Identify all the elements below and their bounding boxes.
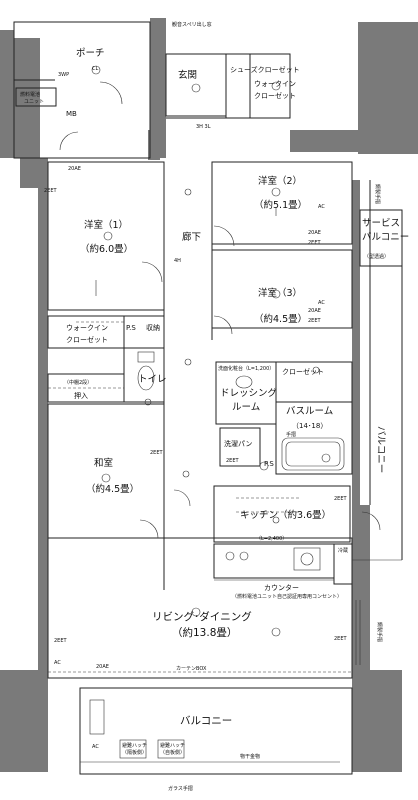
code-ac-4: AC (92, 744, 99, 750)
dressing-label-2: ルーム (232, 402, 260, 413)
code-3h3l: 3H 3L (196, 124, 211, 130)
notes: 観音スペリ出し窓 燃料電池 ユニット MB 洗面化粧台（L=1,200） （L=… (20, 21, 389, 792)
counter-label: カウンター (264, 583, 299, 592)
structural-walls (0, 18, 418, 772)
code-ac-3: AC (54, 660, 61, 666)
code-2eet-2: 2EET (308, 240, 321, 246)
hand-rail-label: 手摺 (286, 431, 296, 438)
japanese-size: （約4.5畳） (86, 483, 139, 495)
hatch2b-label: （自板側） (160, 749, 185, 756)
rail-right-1: 鋼製手摺 (374, 184, 381, 204)
bathroom-size: （14･18） (292, 422, 327, 430)
bathroom-label: バスルーム (286, 406, 333, 417)
balcony-bottom-label: バルコニー (180, 715, 232, 727)
code-3wp: 3WP (58, 72, 69, 78)
service-balcony-label: サービス (362, 218, 400, 229)
storage-label: 収納 (146, 323, 160, 332)
dressing-label: ドレッシング (220, 387, 278, 399)
code-2eet-4: 2EET (150, 450, 163, 456)
entrance-label: 玄関 (178, 69, 197, 81)
top-note: 観音スペリ出し窓 (172, 21, 212, 28)
glass-rail-label: ガラス手摺 (168, 785, 193, 792)
porch-label: ポーチ (76, 48, 105, 59)
hatch1-label: 避難ハッチ (122, 742, 147, 749)
japanese-label: 和室 (94, 457, 113, 469)
western1-size: （約6.0畳） (80, 243, 133, 255)
code-4h: 4H (174, 258, 181, 264)
electrical-codes: 2EET 20AE 2EET 20AE 2EET 20AE 2EET 2EET … (44, 66, 347, 750)
room-labels: ポーチ 玄関 ウォークイン クローゼット 洋室（1） （約6.0畳） 洋室（2）… (64, 48, 409, 727)
fuel-note: （燃料電池ユニット自己認証用専用コンセント） (232, 593, 342, 600)
living-size: （約13.8畳） (172, 626, 237, 639)
code-2eet-8: 2EET (334, 496, 347, 502)
code-20ae-1: 20AE (68, 166, 81, 172)
light-fixtures (91, 65, 320, 637)
service-balcony-label-2: バルコニー (362, 232, 409, 243)
ps-label: P.S (126, 324, 136, 332)
wash-pan-label: 洗濯パン (224, 439, 252, 448)
ps2-label: P.S (264, 460, 274, 468)
dishwasher-note: （L=2,400） (256, 536, 287, 542)
code-cl: CL (92, 66, 98, 72)
western2-label: 洋室（2） (258, 175, 302, 187)
fog-glass-label: （型透過） (364, 253, 389, 260)
washbasin-note: 洗面化粧台（L=1,200） (218, 365, 274, 372)
closet-label: クローゼット (282, 367, 324, 376)
walkin-closet-top-label-2: クローゼット (254, 91, 296, 100)
code-2eet-7: 2EET (226, 458, 239, 464)
code-2eet-6: 2EET (334, 636, 347, 642)
code-20ae-2: 20AE (308, 230, 321, 236)
shoes-closet-label: シューズクローゼット (230, 65, 300, 74)
hallway-label: 廊下 (182, 231, 201, 243)
code-2eet-3: 2EET (308, 318, 321, 324)
interior-walls (13, 21, 403, 775)
hallway-arrows (95, 208, 277, 296)
curtain-box-label: カーテンBOX (176, 666, 207, 672)
code-20ae-3: 20AE (308, 308, 321, 314)
meter-label: 燃料電池 (20, 91, 40, 98)
hatch2-label: 避難ハッチ (160, 742, 185, 749)
western3-label: 洋室（3） (258, 287, 302, 299)
living-label: リビング･ダイニング (152, 610, 252, 623)
hatch1b-label: （隔板側） (122, 749, 147, 756)
code-2eet-5: 2EET (54, 638, 67, 644)
western1-label: 洋室（1） (84, 219, 128, 231)
walkin-closet-top-label: ウォークイン (254, 80, 296, 88)
toilet-label: トイレ (138, 374, 167, 385)
walkin-closet-label: ウォークイン (66, 324, 108, 332)
code-20ae-4: 20AE (96, 664, 109, 670)
code-2eet-1: 2EET (44, 188, 57, 194)
ref-label: 冷蔵 (338, 547, 348, 554)
oshiire-label: 押入 (74, 391, 88, 400)
balcony-right-label: バルコニー (375, 426, 386, 473)
mb-label: MB (66, 110, 77, 118)
drying-rail-label: 物干金物 (240, 753, 260, 760)
oshiire-note: （中棚2段） (64, 379, 92, 386)
meter-label-2: ユニット (24, 99, 44, 105)
western2-size: （約5.1畳） (254, 199, 307, 211)
kitchen-label: キッチン（約3.6畳） (240, 509, 331, 521)
western3-size: （約4.5畳） (254, 313, 307, 325)
walkin-closet-label-2: クローゼット (66, 335, 108, 344)
code-ac-2: AC (318, 300, 325, 306)
code-ac-1: AC (318, 204, 325, 210)
rail-right-2: 鋼製手摺 (376, 622, 383, 642)
